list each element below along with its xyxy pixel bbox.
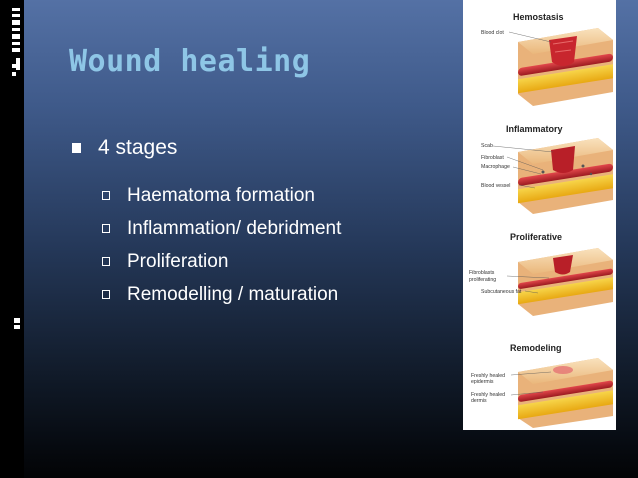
slide-title: Wound healing (69, 44, 311, 79)
label-text: Blood clot (481, 30, 504, 36)
label-text: Fibroblast (481, 155, 504, 161)
fat-layer (518, 277, 613, 305)
square-bullet-icon (72, 143, 81, 153)
sub-bullet-item: Remodelling / maturation (102, 278, 341, 311)
cell-dot (589, 172, 593, 176)
label-text: Fibroblasts (469, 270, 495, 276)
label-line (518, 184, 536, 189)
sub-bullet-text: Haematoma formation (127, 184, 315, 206)
label-line (510, 371, 552, 376)
label-text: Freshly healed (471, 373, 505, 379)
label-text: Subcutaneous fat (481, 289, 522, 295)
sub-bullet-text: Inflammation/ debridment (127, 217, 342, 239)
sub-bullet-item: Proliferation (102, 245, 341, 278)
decor-square (12, 72, 16, 76)
sub-bullet-item: Haematoma formation (102, 179, 341, 212)
hollow-square-bullet-icon (102, 191, 110, 200)
decor-square (16, 58, 20, 70)
label-line (508, 31, 552, 43)
stage-title: Hemostasis (513, 12, 564, 22)
label-text: epidermis (471, 379, 494, 385)
label-text: Macrophage (481, 164, 510, 170)
decor-square (14, 325, 20, 329)
label-text: Blood vessel (481, 183, 510, 189)
stage-remodeling: Remodeling Freshly healed epidermis Fres… (471, 343, 613, 428)
label-text: Freshly healed (471, 392, 505, 398)
stage-inflammatory: Inflammatory Scab Fibroblast Macrophage … (481, 124, 613, 214)
stage-proliferative: Proliferative Fibroblasts proliferating … (469, 232, 613, 316)
wound-healing-figure: Hemostasis Blood clot Inflammatory (463, 0, 616, 430)
hollow-square-bullet-icon (102, 257, 110, 266)
scab-shape (551, 146, 575, 173)
label-line (506, 275, 550, 279)
decor-square (12, 8, 20, 11)
label-text: proliferating (469, 277, 496, 283)
decor-square (12, 28, 20, 31)
decor-square (12, 14, 20, 17)
bullet-list: 4 stages Haematoma formation Inflammatio… (72, 133, 341, 311)
decor-square (14, 318, 20, 323)
decor-square (12, 34, 20, 39)
decor-square (12, 20, 20, 25)
blood-vessel (518, 163, 613, 186)
decor-square (12, 64, 16, 68)
label-line (512, 166, 542, 175)
fat-layer (518, 174, 613, 204)
decor-square (12, 42, 20, 45)
cell-dot (541, 170, 545, 174)
hollow-square-bullet-icon (102, 290, 110, 299)
sub-bullet-item: Inflammation/ debridment (102, 212, 341, 245)
scab-shape (553, 255, 573, 275)
clot-highlight (552, 40, 574, 53)
blood-vessel (518, 268, 613, 289)
hollow-square-bullet-icon (102, 224, 110, 233)
stage-title: Proliferative (510, 232, 562, 242)
sub-bullet-text: Remodelling / maturation (127, 283, 339, 305)
fat-layer (518, 64, 613, 94)
stage-title: Inflammatory (506, 124, 563, 134)
cell-dot (581, 164, 585, 168)
label-line (492, 145, 554, 153)
label-line (524, 290, 539, 294)
stage-title: Remodeling (510, 343, 562, 353)
label-line (506, 156, 544, 171)
fat-layer (518, 390, 613, 420)
stage-hemostasis: Hemostasis Blood clot (481, 12, 613, 106)
label-text: dermis (471, 398, 487, 404)
blood-vessel (518, 380, 613, 402)
decor-square (12, 48, 20, 52)
sub-bullet-text: Proliferation (127, 250, 229, 272)
wound-healing-illustration: Hemostasis Blood clot Inflammatory (469, 12, 613, 428)
bullet-item: 4 stages (72, 133, 341, 163)
healed-scar (553, 366, 573, 374)
bullet-text: 4 stages (98, 136, 178, 159)
label-text: Scab (481, 143, 493, 149)
label-line (510, 391, 544, 396)
left-decor-bar (0, 0, 24, 478)
